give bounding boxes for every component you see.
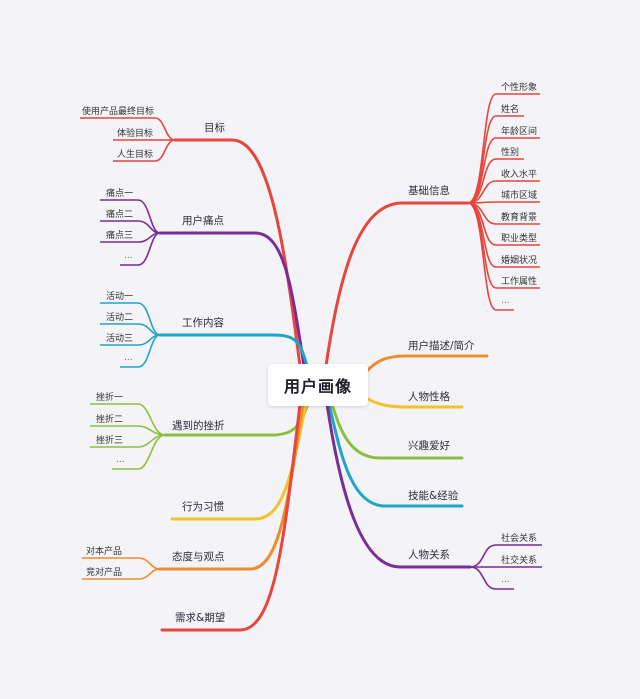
branch-user-description[interactable]: 用户描述/简介 [408, 340, 475, 352]
leaf-goal-2[interactable]: 体验目标 [117, 129, 154, 139]
branch-relationship[interactable]: 人物关系 [408, 549, 450, 561]
connector-basic [324, 201, 470, 368]
central-topic[interactable]: 用户画像 [268, 364, 368, 406]
connector-interest [330, 402, 464, 460]
leaf-attitude-1[interactable]: 对本产品 [86, 547, 123, 557]
branch-work-content[interactable]: 工作内容 [182, 317, 224, 329]
leaf-basic-3[interactable]: 年龄区间 [501, 127, 538, 137]
branch-skill[interactable]: 技能&经验 [408, 490, 459, 502]
connector-skill [327, 402, 464, 508]
leaf-relation-more[interactable]: ... [501, 575, 510, 585]
leaf-basic-1[interactable]: 个性形象 [501, 83, 538, 93]
leaf-relation-1[interactable]: 社会关系 [501, 534, 538, 544]
connector-goal [173, 138, 302, 368]
branch-painpoint[interactable]: 用户痛点 [182, 215, 224, 227]
leaf-pain-1[interactable]: 痛点一 [106, 189, 134, 199]
leaf-frustration-more[interactable]: ... [116, 455, 125, 465]
leaf-basic-7[interactable]: 教育背景 [501, 213, 538, 223]
leaf-pain-2[interactable]: 痛点二 [106, 210, 134, 220]
leaf-frustration-1[interactable]: 挫折一 [96, 393, 124, 403]
connector-description [364, 354, 489, 374]
leaf-frustration-2[interactable]: 挫折二 [96, 415, 124, 425]
leaf-attitude-2[interactable]: 竞对产品 [86, 568, 123, 578]
connector-painpoint [158, 231, 306, 368]
leaf-basic-10[interactable]: 工作属性 [501, 277, 538, 287]
leaf-basic-more[interactable]: ... [501, 296, 510, 306]
leaf-work-more[interactable]: ... [124, 353, 133, 363]
branch-attitude[interactable]: 态度与观点 [172, 551, 225, 563]
branch-interest[interactable]: 兴趣爱好 [408, 440, 450, 452]
leaf-work-3[interactable]: 活动三 [106, 334, 134, 344]
branch-needs[interactable]: 需求&期望 [175, 612, 226, 624]
connector-habit [170, 402, 308, 521]
leaf-basic-4[interactable]: 性别 [501, 148, 520, 158]
leaf-frustration-3[interactable]: 挫折三 [96, 436, 124, 446]
branch-habit[interactable]: 行为习惯 [182, 501, 224, 513]
branch-personality[interactable]: 人物性格 [408, 391, 450, 403]
leaf-work-1[interactable]: 活动一 [106, 292, 134, 302]
leaf-basic-9[interactable]: 婚姻状况 [501, 256, 538, 266]
branch-frustration[interactable]: 遇到的挫折 [172, 420, 225, 432]
leaf-goal-3[interactable]: 人生目标 [117, 150, 154, 160]
leaf-pain-3[interactable]: 痛点三 [106, 231, 134, 241]
leaf-basic-6[interactable]: 城市区域 [501, 191, 538, 201]
connector-relation [325, 402, 472, 569]
connector-personality [364, 396, 464, 409]
branch-basic-info[interactable]: 基础信息 [408, 185, 450, 197]
leaf-relation-2[interactable]: 社交关系 [501, 556, 538, 566]
connector-attitude [158, 402, 305, 571]
leaf-pain-more[interactable]: ... [124, 251, 133, 261]
leaf-basic-5[interactable]: 收入水平 [501, 170, 538, 180]
connector-work [158, 333, 309, 368]
leaf-basic-2[interactable]: 姓名 [501, 105, 520, 115]
connector-needs [160, 402, 302, 632]
leaf-goal-1[interactable]: 使用产品最终目标 [82, 107, 155, 117]
leaf-basic-8[interactable]: 职业类型 [501, 234, 538, 244]
leaf-work-2[interactable]: 活动二 [106, 313, 134, 323]
branch-goal[interactable]: 目标 [204, 122, 225, 134]
